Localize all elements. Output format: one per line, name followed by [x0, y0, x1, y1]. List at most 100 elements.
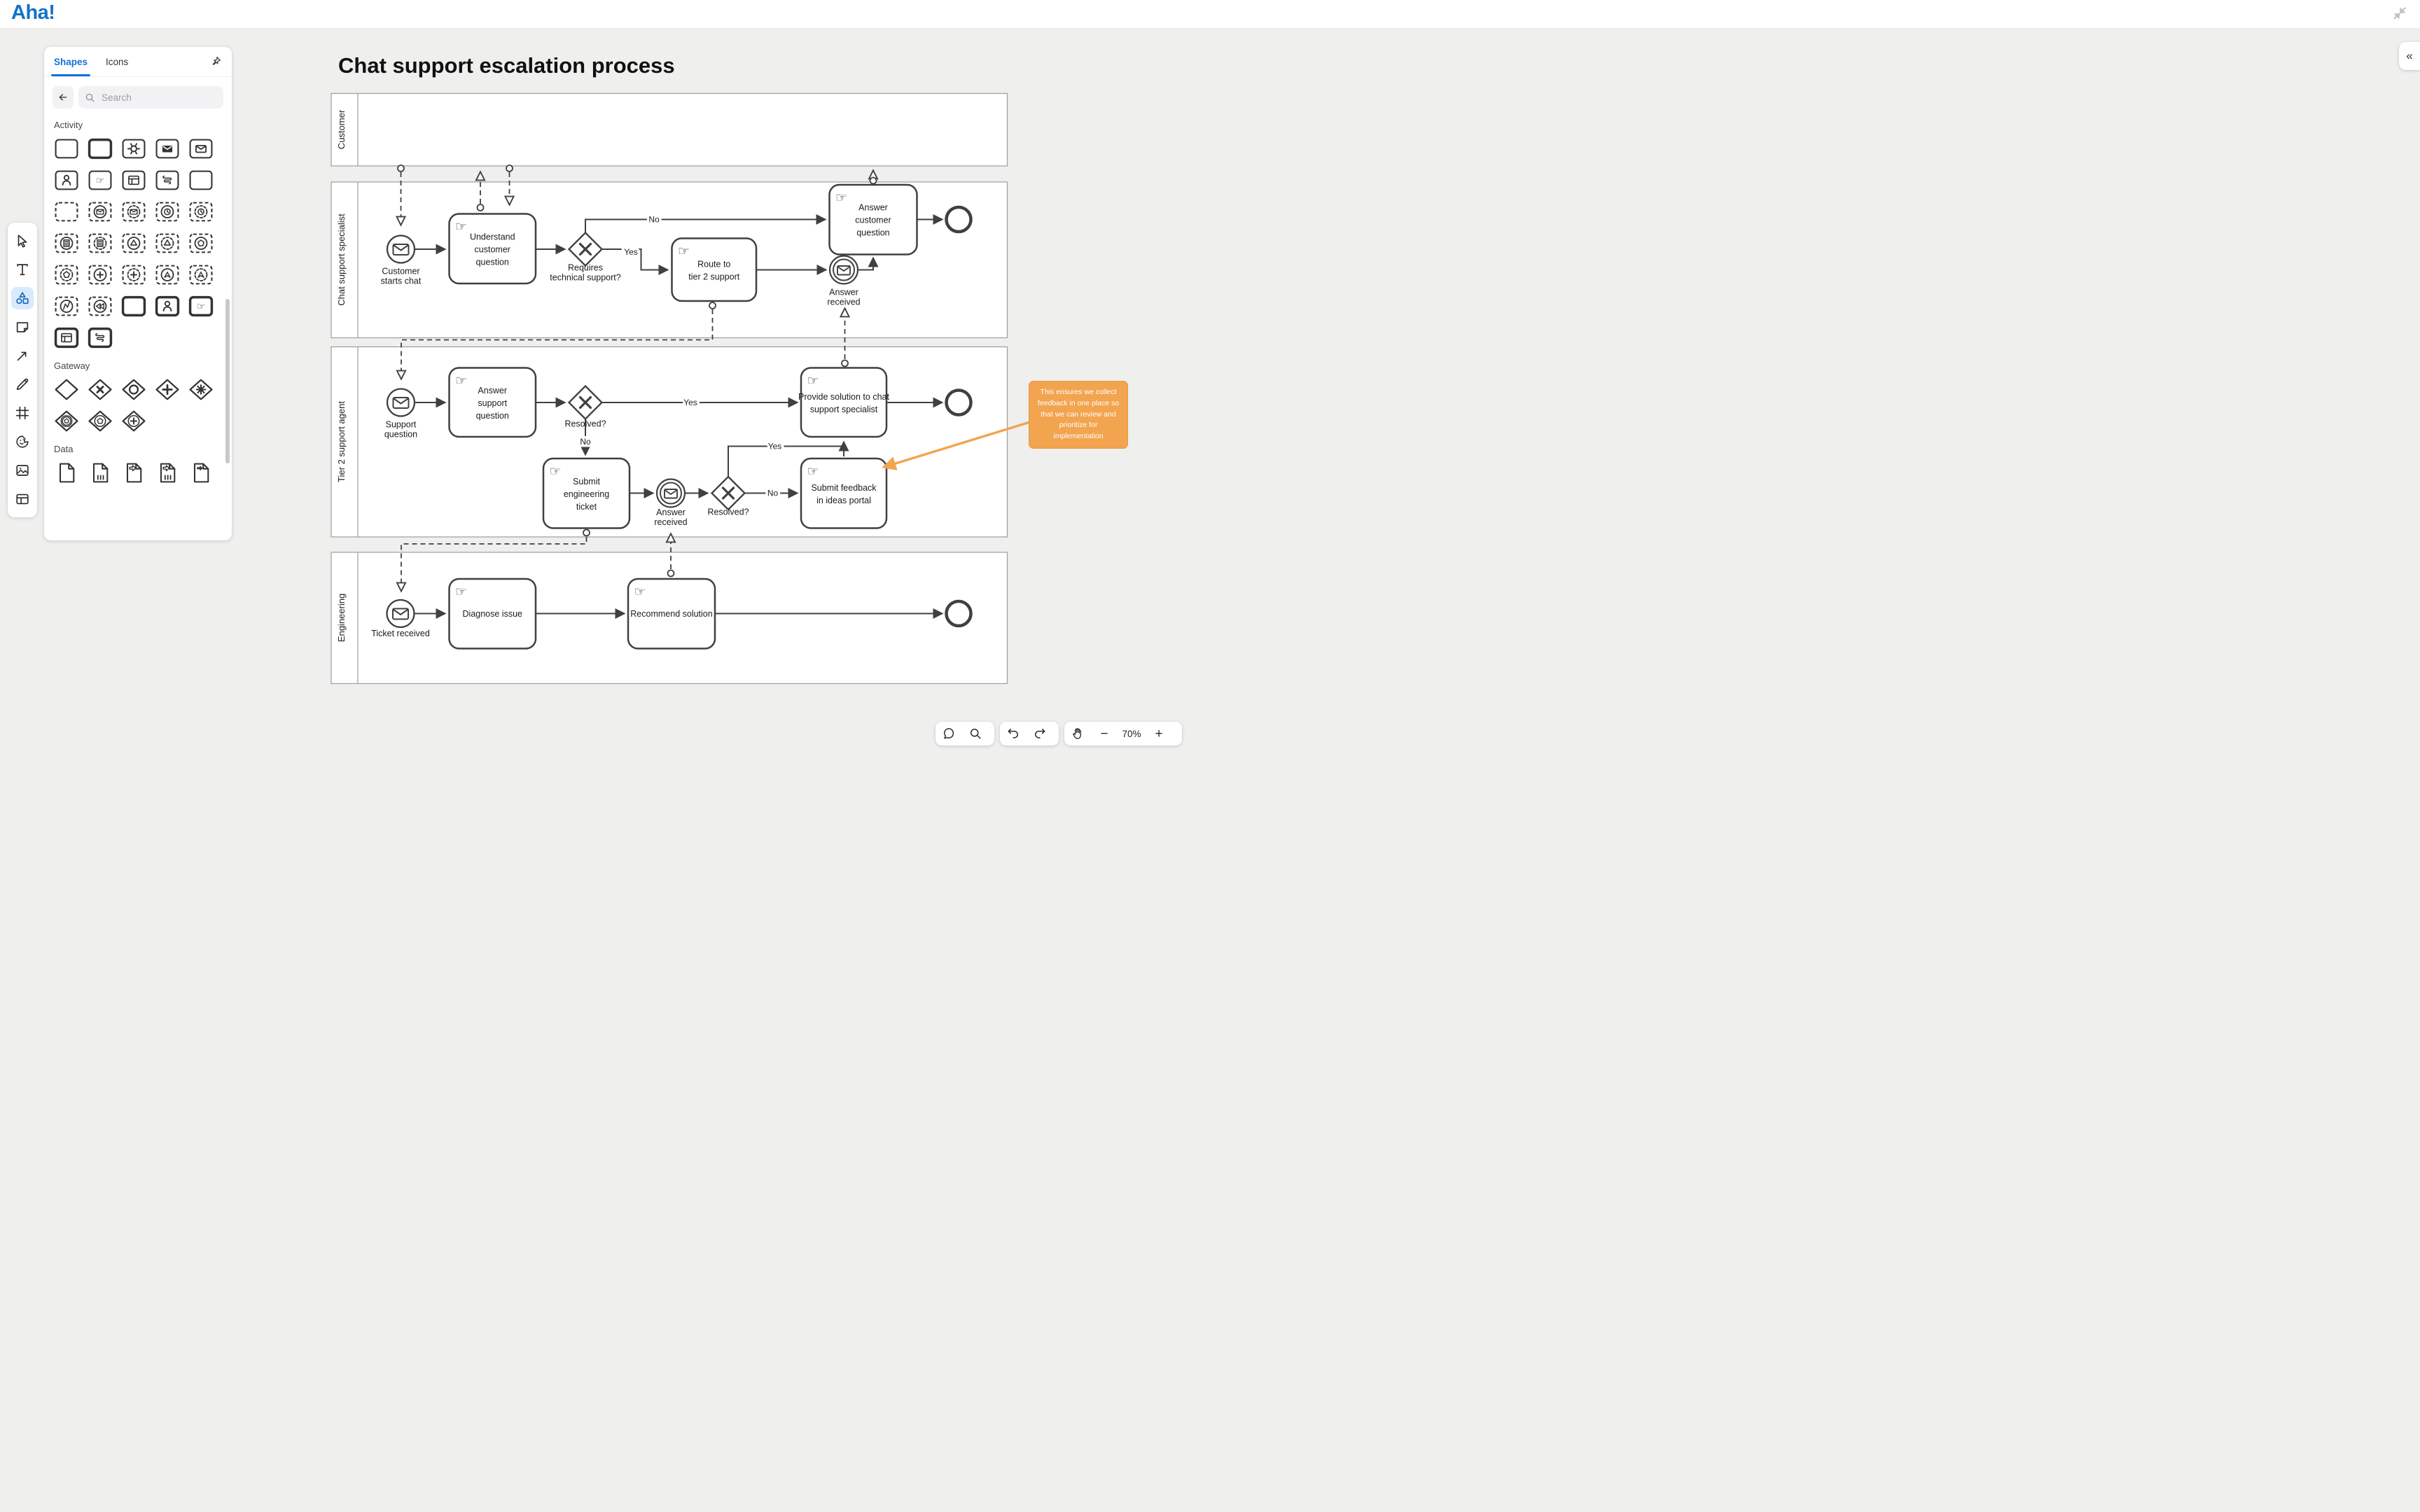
- shape-gateway-parallel-event-based-icon[interactable]: [121, 410, 146, 433]
- end-event-engineering[interactable]: [945, 599, 973, 628]
- shape-business-rule-task-icon[interactable]: [121, 169, 146, 192]
- shape-data-input-icon[interactable]: [121, 461, 146, 484]
- shape-data-output-icon[interactable]: [188, 461, 214, 484]
- shape-gateway-exclusive-icon[interactable]: [88, 378, 113, 401]
- shape-event-subprocess-escalation-non-interrupting-icon[interactable]: [188, 263, 214, 286]
- shape-user-task-icon[interactable]: [54, 169, 79, 192]
- shape-event-subprocess-signal-non-interrupting-icon[interactable]: [155, 232, 180, 255]
- shape-data-collection-icon[interactable]: [88, 461, 113, 484]
- undo-button[interactable]: [1000, 722, 1027, 746]
- task-route-to-tier2[interactable]: [671, 237, 758, 302]
- task-label: customer: [475, 245, 510, 255]
- task-answer-customer-question[interactable]: [828, 183, 918, 255]
- gateway-resolved-2[interactable]: [710, 475, 746, 511]
- text-tool[interactable]: [11, 258, 34, 281]
- zoom-search-button[interactable]: [962, 722, 989, 746]
- shape-call-activity-manual-icon[interactable]: ☞: [188, 295, 214, 318]
- start-event-customer-starts-chat[interactable]: [386, 234, 416, 264]
- task-submit-feedback[interactable]: [800, 457, 888, 529]
- shape-service-task-icon[interactable]: [121, 137, 146, 160]
- gateway-resolved-1[interactable]: [567, 384, 604, 421]
- shape-event-subprocess-escalation-icon[interactable]: [155, 263, 180, 286]
- back-button[interactable]: [53, 86, 74, 108]
- shape-receive-task-icon[interactable]: [188, 137, 214, 160]
- collapse-window-icon[interactable]: [2392, 6, 2407, 21]
- shape-call-activity-business-rule-icon[interactable]: [54, 326, 79, 349]
- flow-yes-resolved2: [728, 445, 844, 477]
- task-submit-engineering-ticket[interactable]: [542, 457, 631, 529]
- comment-button[interactable]: [936, 722, 962, 746]
- start-event-ticket-received[interactable]: [386, 598, 415, 629]
- shape-gateway-complex-icon[interactable]: [188, 378, 214, 401]
- shape-gateway-parallel-icon[interactable]: [155, 378, 180, 401]
- search-input[interactable]: [100, 91, 217, 104]
- lane-label-tier2: Tier 2 support agent: [336, 401, 347, 482]
- shape-event-subprocess-conditional-non-interrupting-icon[interactable]: [88, 232, 113, 255]
- shape-event-subprocess-message-non-interrupting-icon[interactable]: [121, 200, 146, 223]
- msg-source-dot: [476, 204, 485, 211]
- intermediate-event-answer-received-1[interactable]: [828, 255, 859, 285]
- task-understand-customer-question[interactable]: [448, 213, 537, 285]
- shape-event-subprocess-compensation-icon[interactable]: [88, 295, 113, 318]
- gateway-requires-technical-support[interactable]: [567, 231, 604, 267]
- shape-event-subprocess-signal-icon[interactable]: [121, 232, 146, 255]
- shape-event-subprocess-timer-non-interrupting-icon[interactable]: [188, 200, 214, 223]
- zoom-level[interactable]: 70%: [1122, 728, 1141, 739]
- search-box[interactable]: [78, 86, 223, 108]
- task-diagnose-issue[interactable]: [448, 578, 537, 650]
- task-answer-support-question[interactable]: [448, 367, 537, 438]
- tab-icons[interactable]: Icons: [106, 56, 129, 67]
- shape-event-subprocess-icon[interactable]: [54, 200, 79, 223]
- shape-gateway-event-based-icon[interactable]: [54, 410, 79, 433]
- connector-tool[interactable]: [11, 344, 34, 367]
- pool-customer[interactable]: Customer: [331, 92, 1008, 167]
- image-tool[interactable]: [11, 459, 34, 482]
- shape-event-subprocess-multiple-icon[interactable]: [188, 232, 214, 255]
- shape-data-object-icon[interactable]: [54, 461, 79, 484]
- shapes-tool[interactable]: [11, 287, 34, 309]
- intermediate-event-answer-received-2[interactable]: [655, 478, 686, 508]
- note-arrow[interactable]: [882, 420, 1034, 470]
- shape-event-subprocess-message-icon[interactable]: [88, 200, 113, 223]
- shape-send-task-icon[interactable]: [155, 137, 180, 160]
- sticker-tool[interactable]: [11, 430, 34, 453]
- shape-data-input-collection-icon[interactable]: [155, 461, 180, 484]
- shape-call-activity-script-icon[interactable]: [88, 326, 113, 349]
- shape-event-subprocess-multiple-non-interrupting-icon[interactable]: [54, 263, 79, 286]
- sticky-note-tool[interactable]: [11, 316, 34, 338]
- shape-subprocess-icon[interactable]: [188, 169, 214, 192]
- table-tool[interactable]: [11, 488, 34, 510]
- shape-gateway-event-based-start-icon[interactable]: [88, 410, 113, 433]
- start-event-support-question[interactable]: [386, 388, 416, 417]
- shape-call-activity-icon[interactable]: [121, 295, 146, 318]
- shape-task-bold-icon[interactable]: [88, 137, 113, 160]
- panel-scrollbar[interactable]: [225, 299, 230, 463]
- shape-event-subprocess-parallel-non-interrupting-icon[interactable]: [121, 263, 146, 286]
- shape-script-task-icon[interactable]: [155, 169, 180, 192]
- shape-event-subprocess-parallel-icon[interactable]: [88, 263, 113, 286]
- task-provide-solution[interactable]: [800, 367, 888, 438]
- whiteboard-canvas[interactable]: Chat support escalation process Customer…: [0, 28, 1210, 756]
- task-recommend-solution[interactable]: [627, 578, 716, 650]
- shape-gateway-inclusive-icon[interactable]: [121, 378, 146, 401]
- panel-collapse-tab[interactable]: «: [2399, 42, 2420, 70]
- shape-call-activity-user-icon[interactable]: [155, 295, 180, 318]
- pan-hand-button[interactable]: [1064, 722, 1091, 746]
- shape-event-subprocess-conditional-icon[interactable]: [54, 232, 79, 255]
- select-tool[interactable]: [11, 230, 34, 252]
- zoom-out-button[interactable]: −: [1100, 726, 1108, 741]
- redo-button[interactable]: [1027, 722, 1053, 746]
- pen-tool[interactable]: [11, 373, 34, 396]
- shape-event-subprocess-timer-icon[interactable]: [155, 200, 180, 223]
- shape-manual-task-icon[interactable]: ☞: [88, 169, 113, 192]
- shape-gateway-icon[interactable]: [54, 378, 79, 401]
- zoom-in-button[interactable]: +: [1155, 726, 1163, 741]
- end-event-specialist[interactable]: [945, 205, 973, 234]
- sticky-note[interactable]: This ensures we collect feedback in one …: [1029, 381, 1128, 449]
- frame-tool[interactable]: [11, 402, 34, 424]
- end-event-tier2[interactable]: [945, 388, 973, 416]
- tab-shapes[interactable]: Shapes: [50, 47, 91, 76]
- shape-event-subprocess-error-icon[interactable]: [54, 295, 79, 318]
- pin-icon[interactable]: [209, 55, 222, 68]
- shape-task-icon[interactable]: [54, 137, 79, 160]
